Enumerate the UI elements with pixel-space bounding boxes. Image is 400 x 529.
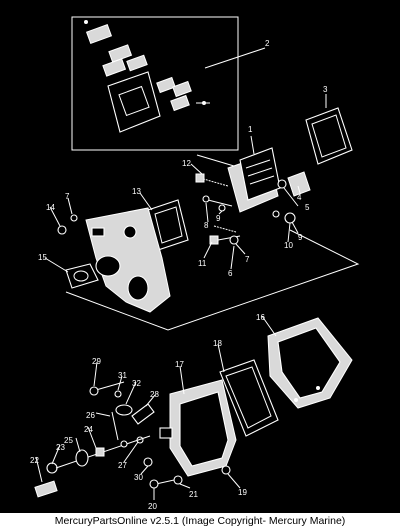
callout-27: 27 — [118, 461, 127, 470]
callout-23: 23 — [56, 443, 65, 452]
callout-19: 19 — [238, 488, 247, 497]
leader-lines — [35, 47, 327, 500]
washer-part-9-bottom — [272, 210, 280, 218]
callout-8: 8 — [204, 221, 209, 230]
assembly-boundary — [65, 229, 360, 331]
callout-4: 4 — [297, 193, 302, 202]
throttle-linkage — [89, 381, 155, 467]
callout-6: 6 — [228, 269, 233, 278]
callout-21: 21 — [189, 490, 198, 499]
gasket-part-18 — [219, 359, 279, 437]
callout-17: 17 — [175, 360, 184, 369]
choke-knob-assembly — [34, 435, 151, 498]
screw-part-20 — [149, 479, 159, 489]
callout-18: 18 — [213, 339, 222, 348]
silencer-base-part-17 — [159, 379, 237, 477]
callout-29: 29 — [92, 357, 101, 366]
callout-12: 12 — [182, 159, 191, 168]
callout-28: 28 — [150, 390, 159, 399]
fitting-part-4 — [287, 171, 311, 197]
reed-block-assembly — [196, 147, 281, 213]
callout-16: 16 — [256, 313, 265, 322]
callout-14: 14 — [46, 203, 55, 212]
washer-part-9-top — [218, 204, 226, 212]
callout-3: 3 — [323, 85, 328, 94]
gasket-part-3 — [305, 107, 353, 165]
callout-30: 30 — [134, 473, 143, 482]
callout-22: 22 — [30, 456, 39, 465]
exploded-parts-diagram: 1 2 3 4 5 6 7 7 8 9 9 10 11 12 13 14 15 … — [30, 16, 360, 511]
carburetor-body — [85, 207, 171, 313]
callout-20: 20 — [148, 502, 157, 511]
nut-part-14 — [57, 225, 67, 235]
callout-2: 2 — [265, 39, 270, 48]
washer-part-7-left — [70, 214, 78, 222]
callout-1: 1 — [248, 125, 253, 134]
gasket-part-15 — [65, 263, 99, 289]
silencer-cover-part-16 — [267, 317, 353, 409]
washer-part-5 — [277, 179, 287, 189]
washer-part-21 — [173, 475, 183, 485]
image-caption: MercuryPartsOnline v2.5.1 (Image Copyrig… — [0, 513, 400, 529]
callout-24: 24 — [84, 425, 93, 434]
callout-9-top: 9 — [216, 214, 221, 223]
callout-7-left: 7 — [65, 192, 70, 201]
washer-part-10 — [284, 212, 296, 224]
washer-part-7-right — [229, 235, 239, 245]
grommet-part-19 — [221, 465, 231, 475]
callout-25: 25 — [64, 436, 73, 445]
callout-32: 32 — [132, 379, 141, 388]
callout-9-bottom: 9 — [298, 233, 303, 242]
callout-31: 31 — [118, 371, 127, 380]
reed-kit-inset — [71, 16, 239, 151]
callout-13: 13 — [132, 187, 141, 196]
callout-26: 26 — [86, 411, 95, 420]
callout-5: 5 — [305, 203, 310, 212]
callout-11: 11 — [198, 259, 207, 268]
callout-7-right: 7 — [245, 255, 250, 264]
callout-15: 15 — [38, 253, 47, 262]
callout-10: 10 — [284, 241, 293, 250]
callout-labels: 1 2 3 4 5 6 7 7 8 9 9 10 11 12 13 14 15 … — [30, 39, 328, 511]
